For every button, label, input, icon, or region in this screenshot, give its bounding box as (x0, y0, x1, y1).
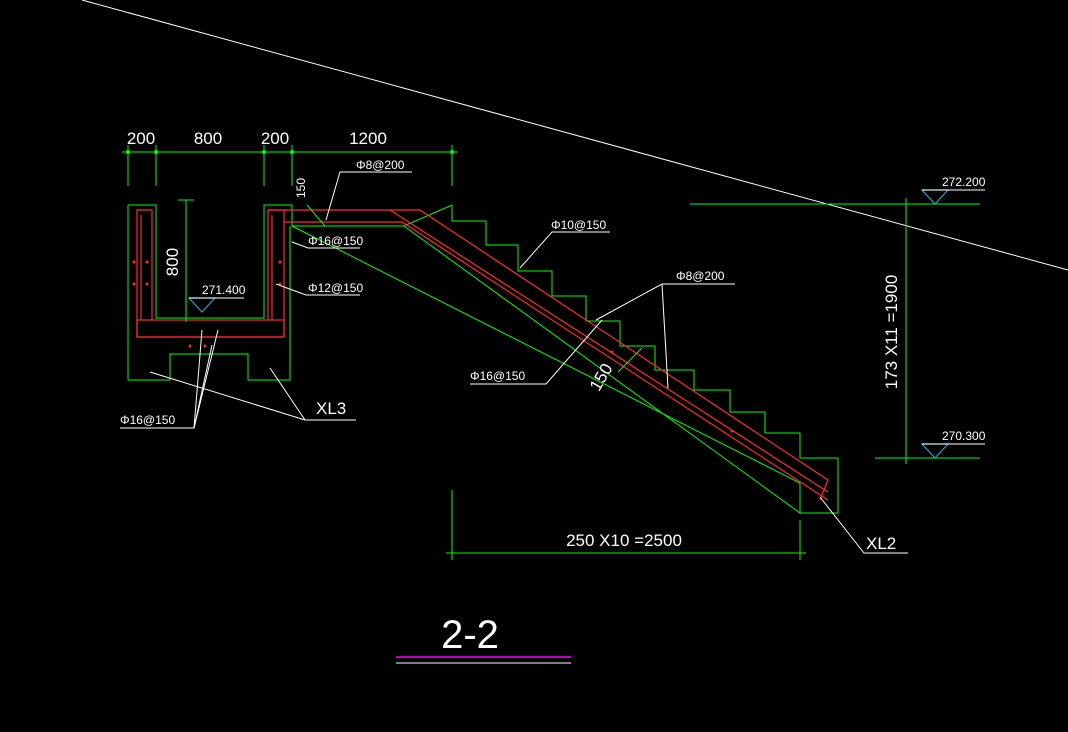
stair-thickness-dim-line (617, 347, 643, 373)
slab-thickness-dim-line (306, 204, 326, 227)
elevation-pit-label: 271.400 (202, 283, 246, 297)
vertical-dim-label: 173 X11 =1900 (882, 275, 901, 390)
pit-concrete-outline (128, 204, 839, 514)
rebar-dots (132, 260, 734, 433)
dim-800: 800 (194, 129, 222, 148)
leader-lines (120, 171, 908, 554)
elevation-top-label: 272.200 (942, 175, 986, 189)
pit-depth-dimension (178, 199, 194, 322)
beam-label-xl3: XL3 (316, 399, 346, 418)
rebar-label-phi16-pit-bottom: Φ16@150 (120, 413, 175, 427)
rebar-label-phi16-pit-wall: Φ16@150 (308, 234, 363, 248)
rebar-label-phi16-stair: Φ16@150 (470, 369, 525, 383)
pit-depth-label: 800 (163, 248, 182, 276)
elevation-bottom-label: 270.300 (942, 429, 986, 443)
beam-label-xl2: XL2 (866, 534, 896, 553)
rebar-label-phi8-stair: Φ8@200 (676, 269, 725, 283)
rebar-label-phi10-stair: Φ10@150 (551, 218, 606, 232)
rebar-group (136, 209, 829, 501)
rebar-label-phi12-pit-wall: Φ12@150 (308, 281, 363, 295)
horizontal-dimension (446, 490, 806, 560)
elevation-pit (187, 297, 244, 313)
pit-bottom-outline (127, 205, 291, 381)
stair-thickness-label: 150 (586, 360, 617, 394)
horizontal-dim-label: 250 X10 =2500 (566, 531, 682, 550)
dim-200-right: 200 (261, 129, 289, 148)
slab-thickness-label: 150 (294, 178, 308, 198)
top-dimension-chain (122, 145, 458, 186)
dim-1200: 1200 (349, 129, 387, 148)
section-title: 2-2 (441, 613, 499, 657)
dim-200-left: 200 (127, 129, 155, 148)
elevation-top (690, 189, 985, 205)
stair-soffit (403, 225, 801, 514)
vertical-dimension (898, 198, 914, 464)
elevation-bottom (875, 443, 985, 459)
rebar-label-phi8-top: Φ8@200 (356, 158, 405, 172)
reference-line (81, 0, 1068, 271)
